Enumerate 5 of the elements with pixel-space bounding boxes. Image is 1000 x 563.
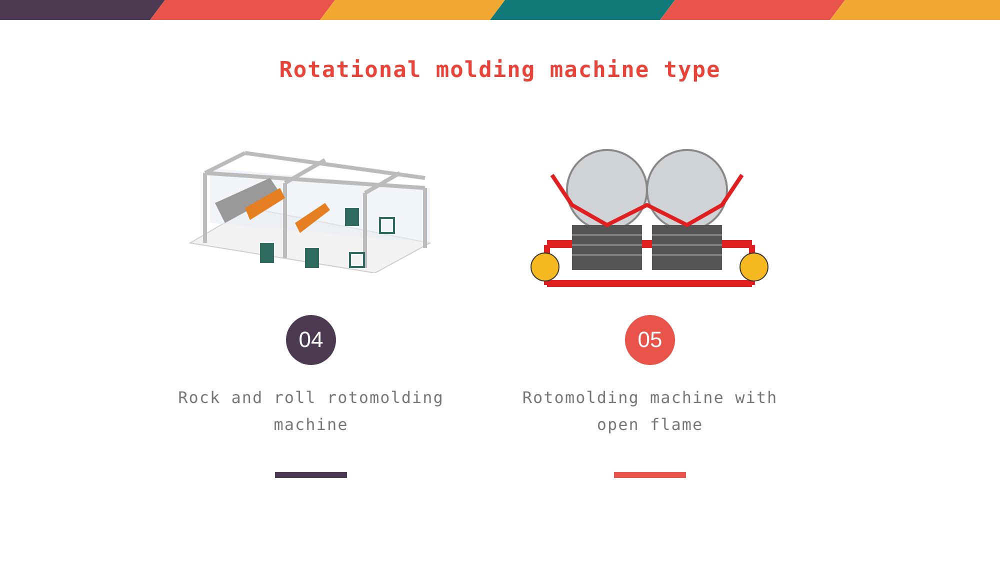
number-circle: 04 [286,315,336,365]
slide-title: Rotational molding machine type [278,58,722,83]
machine-description: Rock and roll rotomolding machine [177,387,445,436]
number-circle: 05 [625,315,675,365]
machine-description: Rotomolding machine with open flame [521,387,779,436]
